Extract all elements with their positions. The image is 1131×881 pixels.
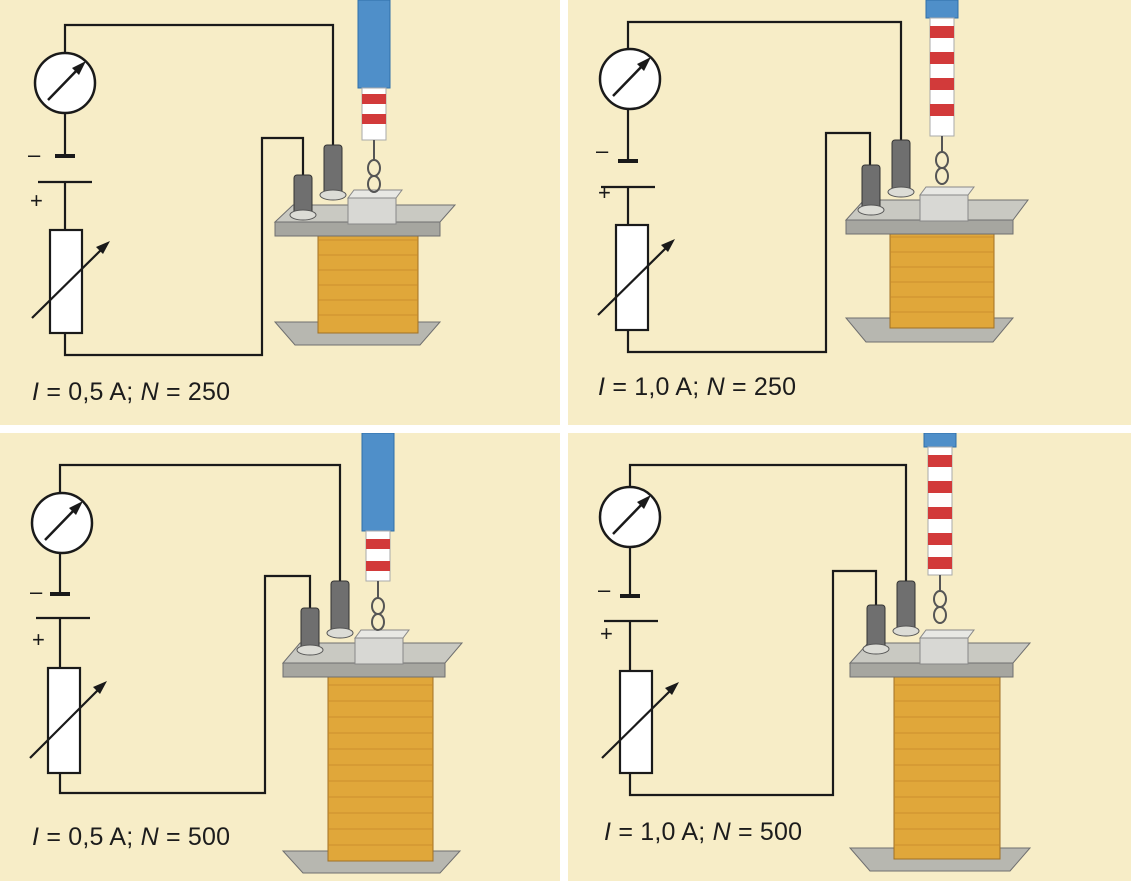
circuit-wires <box>628 463 908 797</box>
terminal-posts <box>289 144 347 221</box>
current-symbol: I <box>32 823 40 851</box>
current-value: = 1,0 A; <box>618 818 706 846</box>
battery-minus-label: – <box>30 579 43 604</box>
panel-3-illustration: – + <box>29 433 464 874</box>
turns-value: = 500 <box>165 823 231 851</box>
spring-scale <box>925 0 959 185</box>
turns-value: = 250 <box>731 373 797 401</box>
panel-2-caption: I = 1,0 A; N = 250 <box>598 373 796 402</box>
iron-weight <box>919 629 975 665</box>
terminal-posts <box>857 139 915 216</box>
turns-value: = 500 <box>737 818 803 846</box>
battery-minus-label: – <box>28 142 41 167</box>
rheostat-icon <box>597 223 675 332</box>
spring-scale <box>357 0 391 193</box>
iron-weight <box>919 186 975 222</box>
battery-plus-label: + <box>32 627 45 652</box>
rheostat-icon <box>29 666 107 775</box>
circuit-wires <box>63 23 335 357</box>
turns-symbol: N <box>140 823 159 851</box>
terminal-posts <box>862 580 920 655</box>
panel-1-caption: I = 0,5 A; N = 250 <box>32 378 230 407</box>
spring-scale <box>923 433 957 624</box>
circuit-wires <box>626 20 903 354</box>
terminal-posts <box>296 580 354 656</box>
ammeter-icon <box>33 51 97 115</box>
ammeter-icon <box>598 47 662 111</box>
current-value: = 1,0 A; <box>612 373 700 401</box>
panel-3: – + <box>0 433 560 881</box>
battery-icon <box>36 592 90 620</box>
battery-icon <box>38 154 92 184</box>
panel-2: – + <box>568 0 1131 425</box>
battery-icon <box>601 159 655 189</box>
battery-plus-label: + <box>598 180 611 205</box>
panel-4-caption: I = 1,0 A; N = 500 <box>604 818 802 847</box>
coil-assembly <box>848 642 1032 872</box>
spring-scale <box>361 433 395 631</box>
battery-icon <box>604 594 658 623</box>
current-value: = 0,5 A; <box>46 823 134 851</box>
turns-symbol: N <box>140 378 159 406</box>
coil-assembly <box>273 204 457 346</box>
panel-1: – + <box>0 0 560 425</box>
rheostat-icon <box>601 669 679 775</box>
panel-1-illustration: – + <box>28 0 457 357</box>
battery-plus-label: + <box>600 621 613 646</box>
current-symbol: I <box>604 818 612 846</box>
turns-value: = 250 <box>165 378 231 406</box>
current-symbol: I <box>32 378 40 406</box>
rheostat-icon <box>31 228 110 335</box>
ammeter-icon <box>598 485 662 549</box>
iron-weight <box>354 629 410 665</box>
coil-assembly <box>281 642 464 874</box>
current-symbol: I <box>598 373 606 401</box>
panel-2-illustration: – + <box>596 0 1029 354</box>
battery-minus-label: – <box>596 138 609 163</box>
turns-symbol: N <box>706 373 725 401</box>
panel-3-caption: I = 0,5 A; N = 500 <box>32 823 230 852</box>
circuit-wires <box>58 463 342 795</box>
panel-4-illustration: – + <box>598 433 1032 872</box>
ammeter-icon <box>30 491 94 555</box>
battery-minus-label: – <box>598 577 611 602</box>
battery-plus-label: + <box>30 188 43 213</box>
current-value: = 0,5 A; <box>46 378 134 406</box>
panel-4: – + <box>568 433 1131 881</box>
turns-symbol: N <box>712 818 731 846</box>
coil-assembly <box>844 199 1029 343</box>
iron-weight <box>347 189 403 225</box>
